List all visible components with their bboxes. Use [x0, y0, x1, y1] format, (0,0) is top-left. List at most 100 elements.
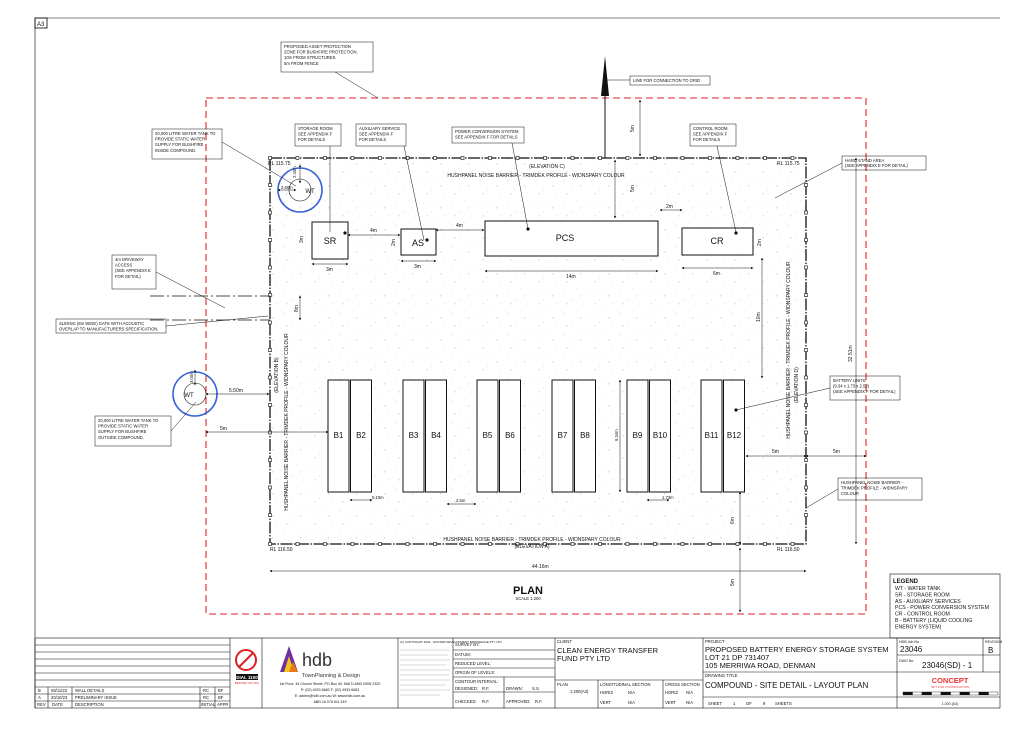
cross-horiz-value: N/A: [686, 690, 693, 695]
pcs-label: PCS: [556, 233, 575, 243]
battery-label: B4: [431, 431, 441, 440]
note-hard-stand-detail: (SEE APPENDIX E FOR DETAIL): [845, 163, 908, 168]
note-aux-service-line: AUXILIARY SERVICE: [359, 126, 400, 131]
dim-2-60: 2.60m: [281, 185, 293, 190]
datum: DATUM:: [455, 652, 471, 657]
note-control-room-line: CONTROL ROOM: [693, 126, 728, 131]
note-gate-line: SLIDING (8m WIDE) GATE WITH ACOUSTIC: [59, 321, 144, 326]
legend-item: SR - STORAGE ROOM: [895, 592, 950, 598]
battery-label: B1: [334, 431, 344, 440]
elevation-b-label: (ELEVATION B): [274, 357, 280, 393]
dim-3m-as-w: 3m: [414, 264, 421, 270]
legend-item: WT - WATER TANK: [895, 586, 941, 592]
dwg-number: 23046(SD) - 1: [922, 661, 973, 670]
note-tank-outside-line: SUPPLY FOR BUSHFIRE: [98, 429, 147, 434]
note-hard-stand: HARD STAND AREA: [845, 158, 884, 163]
note-battery-line: (9.34 x 1.73 x 2.52): [833, 384, 870, 389]
scale-bar: [902, 691, 999, 696]
battery-label: B10: [653, 431, 668, 440]
dim-8m: 8m: [294, 305, 300, 312]
revision-value: B: [988, 646, 993, 655]
rl-bottom-right: RL 116.50: [777, 547, 800, 553]
note-control-room-line: SEE APPENDIX F: [693, 132, 728, 137]
dwg-label: DWG No: [899, 659, 913, 663]
note-driveway-line: (SEE APPENDIX E: [115, 268, 151, 273]
revision-desc: PRELIMINARY ISSUE: [75, 695, 117, 700]
dim-9-34: 9.34m: [614, 429, 619, 441]
rev-header-rev: REV: [37, 702, 46, 707]
battery-label: B12: [727, 431, 742, 440]
wt-outside-label: WT: [184, 393, 194, 399]
barrier-left-label: HUSHPANEL NOISE BARRIER - TRIMDEK PROFIL…: [284, 333, 290, 511]
sheet-size-label: A3: [37, 22, 45, 28]
battery-label: B9: [633, 431, 643, 440]
battery-b4: [425, 379, 447, 493]
revision-rev: A: [38, 695, 41, 700]
elevation-c-label: (ELEVATION C): [529, 164, 565, 170]
concept-stamp: CONCEPT: [932, 676, 969, 685]
revision-initial: RC: [203, 695, 209, 700]
firm-abn: ABN 16 078 611 519: [313, 700, 346, 704]
dim-6m-b: 6m: [730, 517, 736, 524]
dim-2-5: 2.5m: [456, 498, 466, 503]
note-grid-line: LINE FOR CONNECTION TO GRID: [633, 78, 700, 83]
battery-b5: [476, 379, 499, 493]
dim-5m-r1: 5m: [772, 449, 779, 455]
plan-scale: SCALE 1:200: [515, 596, 541, 601]
dim-2m-pcs: 2m: [666, 204, 673, 210]
sheet-label: SHEET: [708, 701, 722, 706]
longitudinal-label: LONGITUDINAL SECTION: [600, 682, 651, 687]
firm-subtitle: TownPlanning & Design: [302, 673, 360, 679]
note-barrier-right-line: HUSHPANEL NOISE BARRIER -: [841, 480, 903, 485]
revision-initial: RC: [203, 688, 209, 693]
battery-label: B6: [505, 431, 515, 440]
note-battery-line: (SEE APPENDIX F FOR DETAIL): [833, 389, 896, 394]
note-barrier-right-line: COLOUR: [841, 491, 859, 496]
dim-5-50: 5.50m: [229, 388, 243, 394]
job-label: HDB Job No: [899, 640, 919, 644]
driveway: [150, 295, 270, 321]
battery-b7: [551, 379, 574, 493]
dim-5m-bot: 5m: [730, 579, 736, 586]
revision-date: 20/10/23: [51, 695, 68, 700]
battery-b11: [700, 379, 723, 493]
battery-label: B3: [409, 431, 419, 440]
revision-label: REVISION: [985, 640, 1003, 644]
legend-item: PCS - POWER CONVERSION SYSTEM: [895, 605, 989, 611]
note-apz-line: 10m FROM STRUCTURES.: [284, 55, 337, 60]
battery-b6: [499, 379, 521, 493]
sheet-number: 1: [733, 701, 736, 706]
elevation-a-label: (ELEVATION A): [514, 544, 549, 550]
note-tank-inside-line: SUPPLY FOR BUSHFIRE: [155, 142, 204, 147]
note-apz-line: 5m FROM FENCE: [284, 61, 319, 66]
dim-14m: 14m: [566, 274, 576, 280]
note-apz-line: PROPOSED ASSET PROTECTION: [284, 44, 351, 49]
project-line-3: 105 MERRIWA ROAD, DENMAN: [705, 661, 816, 670]
dim-3-00: 3.00m: [189, 371, 194, 383]
cross-vert-label: VERT: [665, 700, 677, 705]
legend-item: CR - CONTROL ROOM: [895, 612, 950, 618]
rl-bottom-left: RL 116.50: [270, 547, 293, 553]
battery-label: B7: [558, 431, 568, 440]
contour-interval: CONTOUR INTERVAL:: [455, 679, 499, 684]
dim-0-15: 0.15m: [372, 495, 384, 500]
client-label: CLIENT: [557, 639, 572, 644]
dim-3m-sr-w: 3m: [326, 267, 333, 273]
designed-value: R.F.: [482, 686, 489, 691]
reduced-level: REDUCED LEVEL:: [455, 661, 491, 666]
origin-of-levels: ORIGIN OF LEVELS:: [455, 670, 495, 675]
battery-b8: [574, 379, 596, 493]
note-storage-room-line: SEE APPENDIX F: [298, 132, 333, 137]
note-battery-line: BATTERY UNITS: [833, 378, 866, 383]
note-tank-outside-line: PROVIDE STATIC WATER: [98, 424, 148, 429]
note-aux-service-line: FOR DETAILS: [359, 137, 386, 142]
dim-3m-sr-h: 3m: [299, 236, 305, 243]
revision-rev: B: [38, 688, 41, 693]
drawing-title: COMPOUND - SITE DETAIL - LAYOUT PLAN: [705, 681, 869, 690]
cr-label: CR: [711, 236, 724, 246]
dim-5m-r2: 5m: [833, 449, 840, 455]
dim-2m-as-h: 2m: [391, 239, 397, 246]
approved-value: R.F.: [535, 699, 542, 704]
dim-5m-mid: 5m: [630, 185, 636, 192]
